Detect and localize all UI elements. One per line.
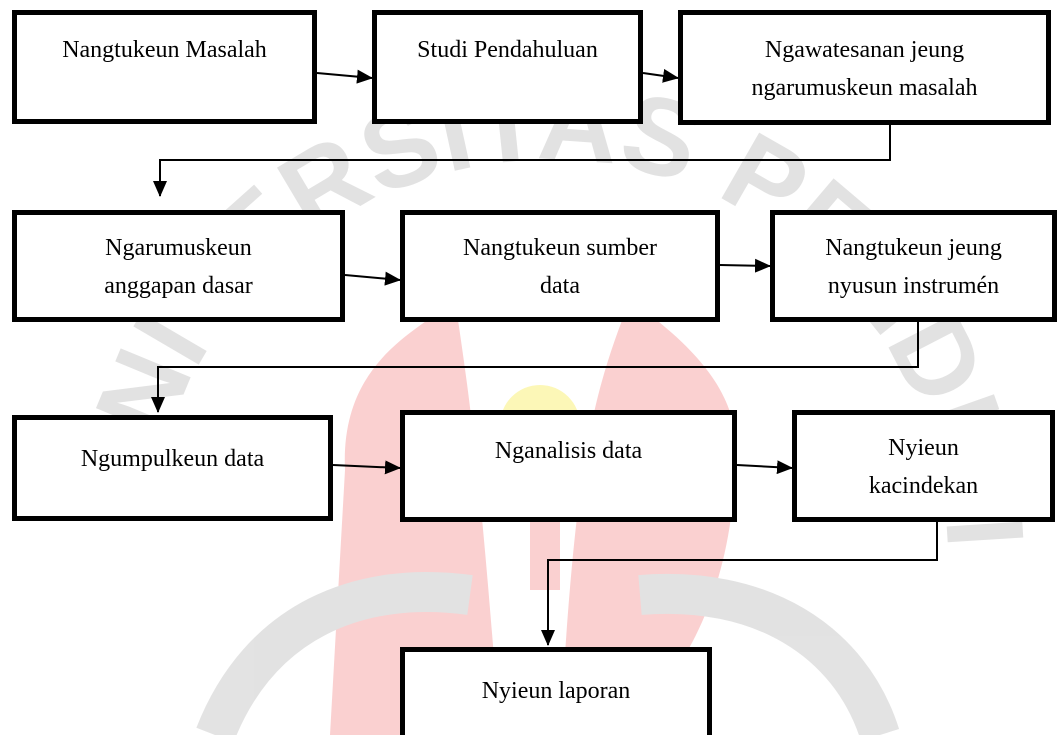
step-studi-pendahuluan: Studi Pendahuluan	[372, 10, 643, 124]
arrow-s3-s4	[153, 125, 891, 197]
step-label: Nangtukeun jeung nyusun instrumén	[825, 235, 1002, 299]
arrow-s2-s3	[642, 68, 679, 83]
step-label: Nyieun kacindekan	[868, 435, 979, 499]
arrow-s9-s10	[541, 522, 938, 646]
watermark-gray-arc	[196, 572, 473, 735]
step-sumber-data: Nangtukeun sumber data	[400, 210, 720, 322]
step-label: Nganalisis data	[494, 438, 643, 464]
step-ngawatesanan: Ngawatesanan jeung ngarumuskeun masalah	[678, 10, 1051, 125]
step-label: Nangtukeun Masalah	[62, 37, 267, 63]
step-label: Ngawatesanan jeung ngarumuskeun masalah	[751, 37, 978, 101]
step-nganalisis-data: Nganalisis data	[400, 410, 737, 522]
arrow-s6-s7	[151, 322, 919, 413]
arrow-s1-s2	[316, 69, 373, 84]
step-label: Ngumpulkeun data	[80, 446, 265, 472]
step-label: Studi Pendahuluan	[417, 37, 598, 63]
step-label: Nangtukeun sumber data	[463, 235, 657, 299]
step-nangtukeun-masalah: Nangtukeun Masalah	[12, 10, 317, 124]
step-label: Nyieun laporan	[481, 678, 631, 704]
step-kacindekan: Nyieun kacindekan	[792, 410, 1055, 522]
step-ngumpulkeun-data: Ngumpulkeun data	[12, 415, 333, 521]
arrow-s8-s9	[736, 460, 793, 475]
watermark-gray-arc-right	[638, 573, 900, 735]
step-nyieun-laporan: Nyieun laporan	[400, 647, 712, 735]
arrow-s4-s5	[344, 271, 401, 286]
arrow-s5-s6	[719, 258, 771, 273]
step-label: Ngarumuskeun anggapan dasar	[104, 235, 253, 299]
arrow-s7-s8	[332, 460, 401, 475]
step-anggapan-dasar: Ngarumuskeun anggapan dasar	[12, 210, 345, 322]
step-instrumen: Nangtukeun jeung nyusun instrumén	[770, 210, 1057, 322]
